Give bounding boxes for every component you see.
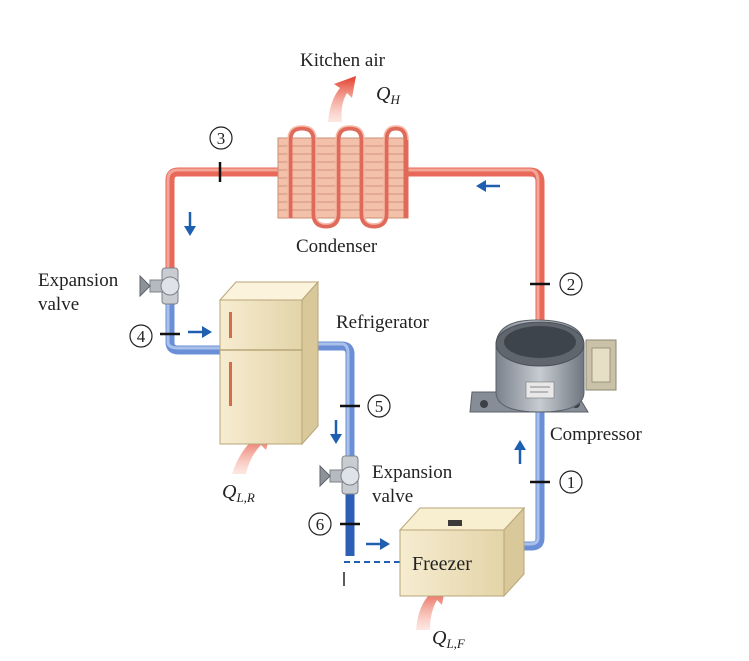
- state-point-6: 6: [308, 512, 332, 536]
- compressor: [469, 319, 617, 413]
- refrigerator: [218, 280, 320, 446]
- flow-arrow-right-fridge: [188, 326, 212, 338]
- state-point-1: 1: [559, 470, 583, 494]
- compressor-label: Compressor: [550, 424, 643, 445]
- condenser-label: Condenser: [296, 236, 378, 257]
- freezer-label: Freezer: [412, 553, 472, 575]
- svg-text:2: 2: [567, 275, 576, 294]
- kitchen-air-label: Kitchen air: [300, 50, 386, 71]
- state-point-4: 4: [129, 324, 153, 348]
- heat-arrow-qh: [328, 76, 356, 122]
- flow-arrow-up-right: [514, 440, 526, 464]
- qlr-label: QL,R: [222, 481, 255, 505]
- state-point-3: 3: [209, 126, 233, 150]
- state-point-2: 2: [559, 272, 583, 296]
- expansion-valve-2: [319, 455, 360, 495]
- flow-arrow-down-mid: [330, 420, 342, 444]
- qh-label: QH: [376, 83, 400, 107]
- hot-pipe-loop: [165, 167, 545, 345]
- svg-text:3: 3: [217, 129, 226, 148]
- flow-arrow-left-top: [476, 180, 500, 192]
- expansion-valve-1: [139, 267, 180, 305]
- state-point-5: 5: [367, 394, 391, 418]
- expansion-valve-1-label-line2: valve: [38, 294, 79, 315]
- svg-text:6: 6: [316, 515, 325, 534]
- svg-text:1: 1: [567, 473, 576, 492]
- flow-arrow-right-freezer: [366, 538, 390, 550]
- condenser: [277, 125, 409, 229]
- expansion-valve-2-label-line2: valve: [372, 486, 413, 507]
- flow-arrow-down-left: [184, 212, 196, 236]
- expansion-valve-2-label-line1: Expansion: [372, 462, 453, 483]
- state-point-ticks: [160, 162, 550, 526]
- flow-arrows: [184, 180, 526, 550]
- expansion-valve-1-label-line1: Expansion: [38, 270, 119, 291]
- freezer: [398, 506, 526, 598]
- svg-text:4: 4: [137, 327, 146, 346]
- qlf-label: QL,F: [432, 627, 466, 651]
- refrigerator-label: Refrigerator: [336, 312, 430, 333]
- svg-text:5: 5: [375, 397, 384, 416]
